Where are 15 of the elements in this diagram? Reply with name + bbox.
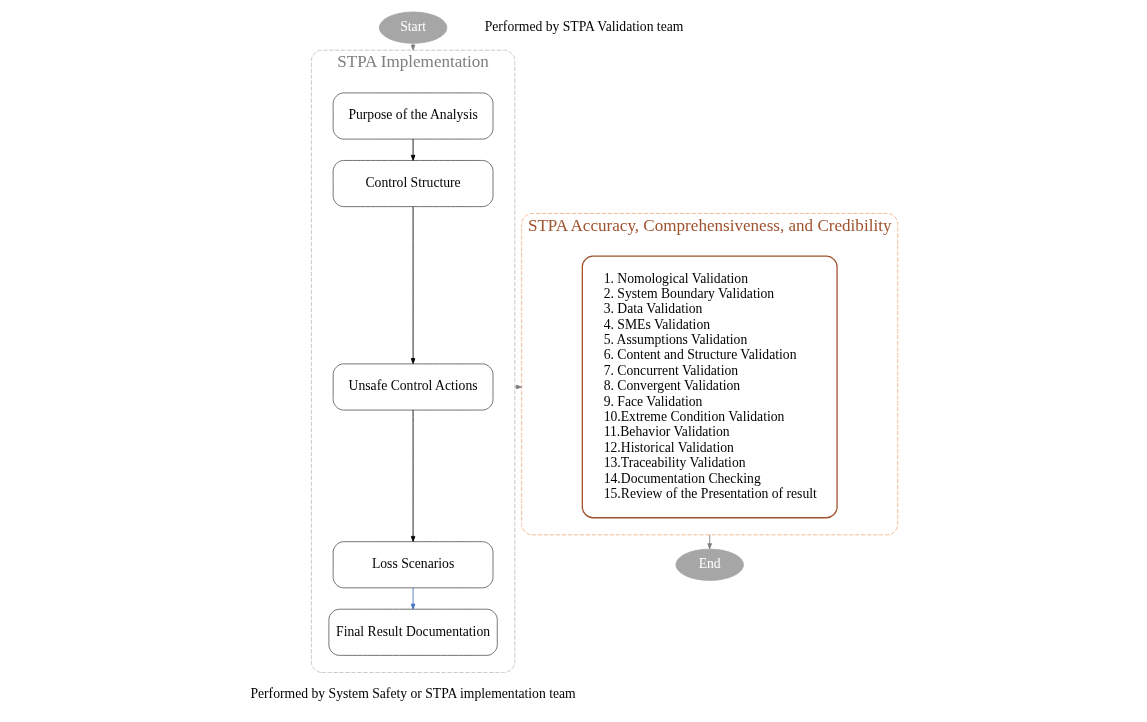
label: Performed by STPA Validation team <box>484 18 683 34</box>
node-box: Loss Scenarios <box>332 541 493 589</box>
arrow <box>410 409 415 542</box>
node-ellipse: End <box>675 548 744 581</box>
arrow <box>410 138 415 161</box>
arrow <box>410 206 415 365</box>
node-box: Control Structure <box>332 160 493 208</box>
node-box: Final Result Documentation <box>327 608 498 656</box>
arrow <box>410 587 415 610</box>
node-box: Purpose of the Analysis <box>332 92 493 140</box>
node-box: 1. Nomological Validation 2. System Boundary Validation 3. Data Validation 4. SMEs Validation 5. Assumptions Validation 6. Content and Structure Validation 7. Concurrent Validation 8. Convergent Validation 9. Face Validation 10.Extreme Condition Validation 11.Behavior Validation 12.Historical Validation 13.Traceability Validation 14.Documentation Checking 15.Review of the Presentation of result <box>581 255 838 519</box>
arrow <box>706 534 712 550</box>
arrow <box>513 384 522 390</box>
node-box: Unsafe Control Actions <box>332 363 493 411</box>
label: Performed by System Safety or STPA implementation team <box>249 685 576 701</box>
